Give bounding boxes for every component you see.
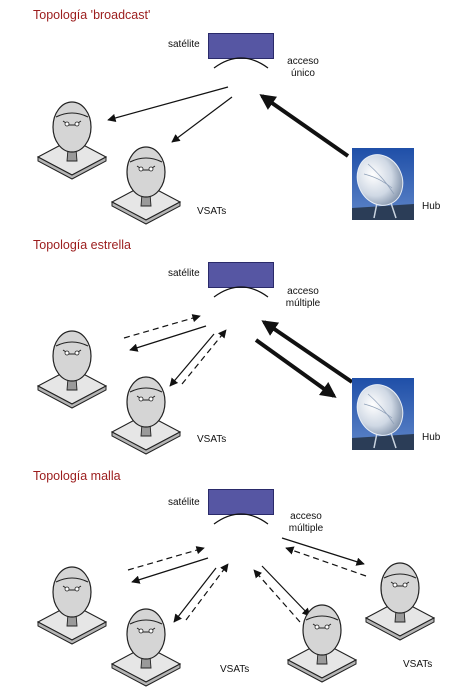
arrow-down-to-vsat <box>131 557 209 584</box>
hub-label: Hub <box>422 432 441 443</box>
arrow-up-dashed <box>285 546 367 577</box>
arrow-up-dashed <box>181 329 227 385</box>
satellite-label: satélite <box>168 39 200 50</box>
vsat-terminal-icon <box>111 608 181 687</box>
vsats-label: VSATs <box>403 659 433 670</box>
arrow-up-dashed <box>253 569 301 623</box>
vsat-terminal-icon <box>111 376 181 455</box>
satellite-beam-arc <box>213 513 269 525</box>
arrow-down-to-vsat <box>169 333 215 387</box>
arrow-hub-downlink <box>254 338 337 398</box>
vsat-terminal-icon <box>287 604 357 683</box>
arrow-up-dashed <box>127 546 205 571</box>
arrow-down-to-vsat <box>171 96 233 143</box>
vsat-terminal-icon <box>37 101 107 180</box>
arrow-hub-uplink <box>261 320 354 384</box>
satellite-icon <box>208 33 274 59</box>
section-title-broadcast: Topología 'broadcast' <box>33 8 151 22</box>
broadcast-group <box>37 57 415 225</box>
vsats-label: VSATs <box>220 664 250 675</box>
vsat-terminal-icon <box>37 566 107 645</box>
hub-label: Hub <box>422 201 441 212</box>
arrow-up-dashed <box>123 314 201 339</box>
arrow-down-to-vsat <box>281 537 365 566</box>
hub-antenna-icon <box>348 376 415 451</box>
satellite-beam-arc <box>213 57 269 69</box>
arrow-hub-uplink <box>259 94 350 158</box>
satellite-label: satélite <box>168 497 200 508</box>
arrow-up-dashed <box>185 563 229 621</box>
satellite-label: satélite <box>168 268 200 279</box>
vsat-terminal-icon <box>365 562 435 641</box>
vsat-terminal-icon <box>37 330 107 409</box>
arrow-down-to-vsat <box>129 325 207 352</box>
hub-antenna-icon <box>348 146 415 221</box>
star-group <box>37 286 415 455</box>
mesh-group <box>37 513 435 687</box>
arrow-down-to-vsat <box>173 567 217 623</box>
arrow-down-to-vsat <box>261 565 311 617</box>
vsats-label: VSATs <box>197 434 227 445</box>
section-title-mesh: Topología malla <box>33 469 121 483</box>
vsats-label: VSATs <box>197 206 227 217</box>
satellite-beam-arc <box>213 286 269 298</box>
vsat-terminal-icon <box>111 146 181 225</box>
section-title-star: Topología estrella <box>33 238 131 252</box>
arrow-down-to-vsat <box>107 86 229 123</box>
